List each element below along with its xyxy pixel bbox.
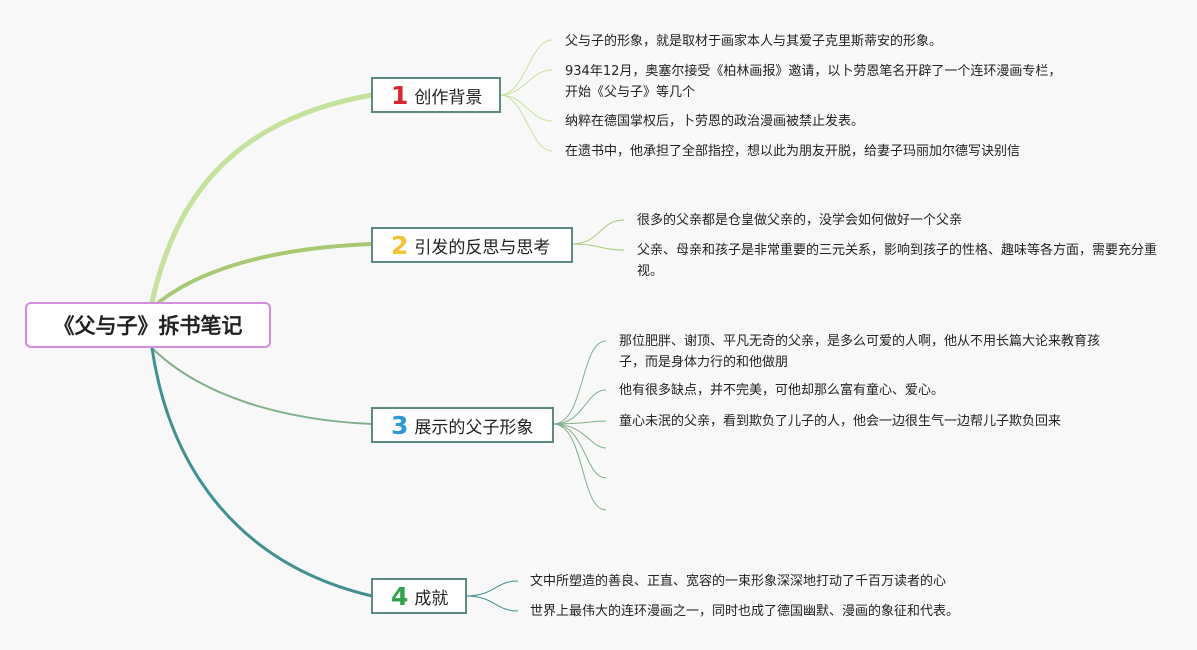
branch-label-3: 展示的父子形象 bbox=[414, 417, 534, 438]
branch-number-1: 1 bbox=[391, 80, 409, 110]
leaf-3-3: 童心未泯的父亲，看到欺负了儿子的人，他会一边很生气一边帮儿子欺负回来 bbox=[619, 414, 1062, 429]
leaf-1-2: 934年12月，奥塞尔接受《柏林画报》邀请，以卜劳恩笔名开辟了一个连环漫画专栏，… bbox=[565, 64, 1062, 100]
root-title: 《父与子》拆书笔记 bbox=[53, 314, 243, 338]
branch-4-fan bbox=[465, 580, 519, 612]
leaf-1-3: 纳粹在德国掌权后，卜劳恩的政治漫画被禁止发表。 bbox=[565, 114, 865, 129]
branch-label-1: 创作背景 bbox=[414, 87, 483, 108]
connector-root-branch-4 bbox=[150, 346, 374, 598]
branch-node-4[interactable]: 4 成就 bbox=[371, 578, 467, 614]
branch-node-3[interactable]: 3 展示的父子形象 bbox=[371, 407, 554, 443]
branch-number-2: 2 bbox=[391, 230, 409, 260]
leaf-1-1: 父与子的形象，就是取材于画家本人与其爱子克里斯蒂安的形象。 bbox=[565, 34, 943, 49]
connector-root-branch-3 bbox=[151, 347, 373, 425]
branch-label-4: 成就 bbox=[414, 588, 449, 609]
branch-1-fan bbox=[499, 39, 553, 152]
leaf-2-2: 父亲、母亲和孩子是非常重要的三元关系，影响到孩子的性格、趣味等各方面，需要充分重… bbox=[637, 243, 1158, 279]
branch-number-3: 3 bbox=[391, 410, 409, 440]
leaf-4-1: 文中所塑造的善良、正直、宽容的一束形象深深地打动了千百万读者的心 bbox=[530, 574, 947, 589]
branch-3-fan bbox=[552, 340, 607, 511]
leaf-1-4: 在遗书中，他承担了全部指控，想以此为朋友开脱，给妻子玛丽加尔德写诀别信 bbox=[565, 144, 1021, 159]
root-node[interactable]: 《父与子》拆书笔记 bbox=[25, 302, 271, 348]
connector-root-branch-2 bbox=[150, 242, 374, 310]
leaf-2-1: 很多的父亲都是仓皇做父亲的，没学会如何做好一个父亲 bbox=[637, 213, 963, 228]
leaf-3-1: 那位肥胖、谢顶、平凡无奇的父亲，是多么可爱的人啊，他从不用长篇大论来教育孩子，而… bbox=[619, 334, 1101, 370]
branch-2-fan bbox=[571, 219, 625, 251]
branch-number-4: 4 bbox=[391, 581, 409, 611]
leaf-3-2: 他有很多缺点，并不完美，可他却那么富有童心、爱心。 bbox=[619, 383, 945, 398]
connector-root-branch-1 bbox=[149, 92, 375, 305]
leaf-4-2: 世界上最伟大的连环漫画之一，同时也成了德国幽默、漫画的象征和代表。 bbox=[530, 604, 960, 619]
branch-label-2: 引发的反思与思考 bbox=[414, 237, 551, 258]
branch-node-1[interactable]: 1 创作背景 bbox=[371, 77, 501, 113]
branch-node-2[interactable]: 2 引发的反思与思考 bbox=[371, 227, 573, 263]
